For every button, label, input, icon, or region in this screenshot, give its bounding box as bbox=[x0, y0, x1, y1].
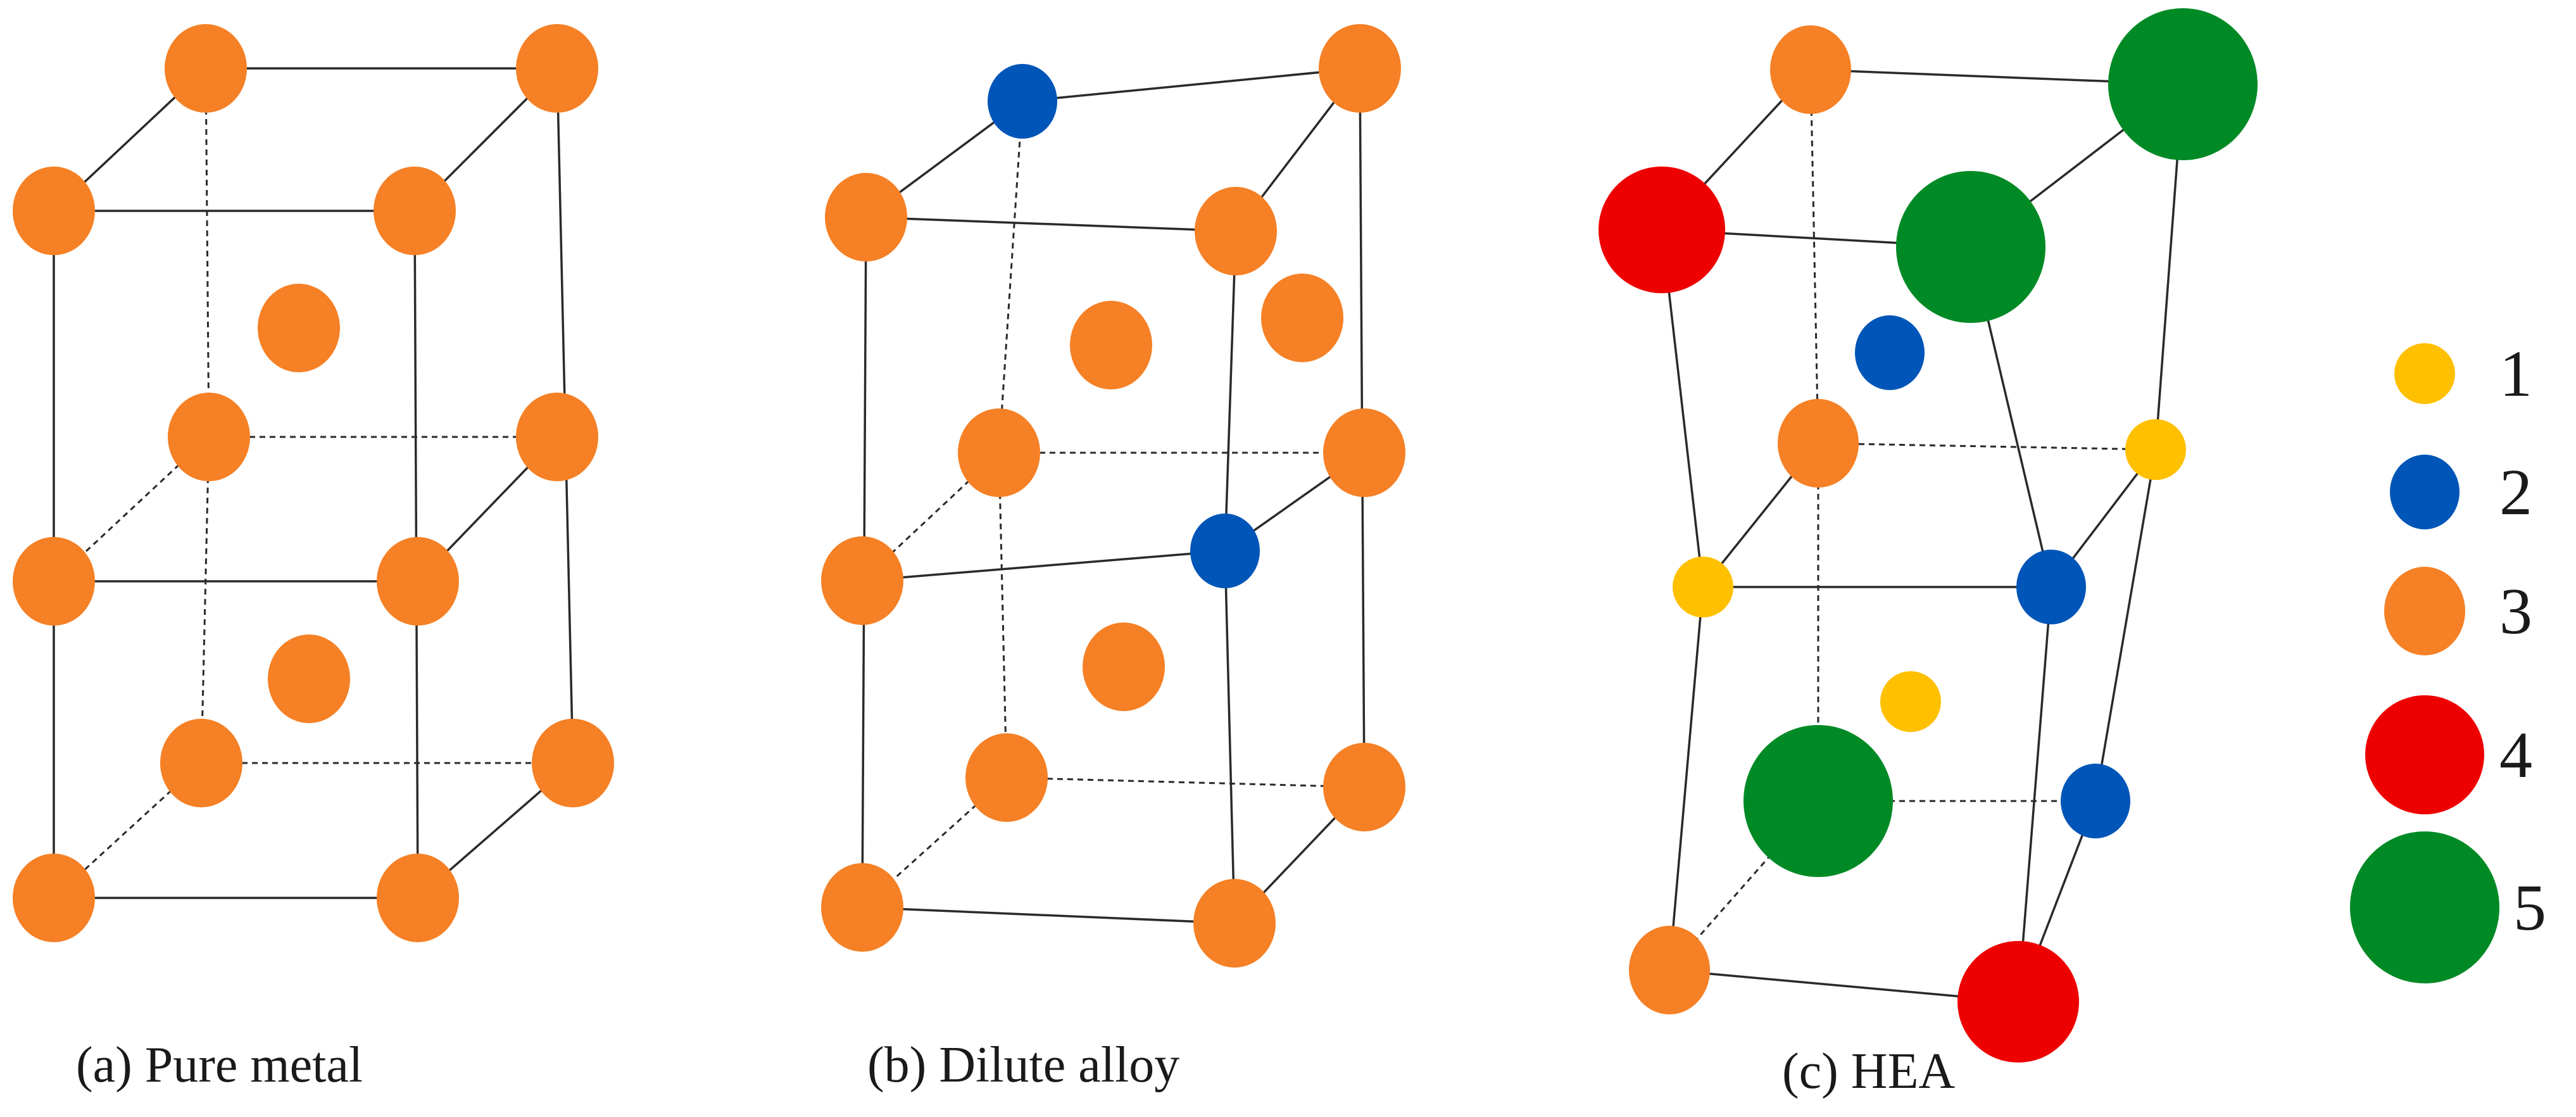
atom-species-4 bbox=[1599, 167, 1725, 293]
atom-species-5 bbox=[1896, 171, 2045, 323]
legend-swatch-5 bbox=[2350, 831, 2499, 983]
legend-label-1: 1 bbox=[2499, 338, 2532, 410]
legend-item-2: 2 bbox=[2390, 455, 2532, 529]
atom-species-3 bbox=[516, 393, 598, 481]
legend-swatch-4 bbox=[2365, 695, 2484, 814]
panel-hea: (c) HEA bbox=[1599, 8, 2258, 1099]
legend-item-3: 3 bbox=[2384, 567, 2532, 655]
atom-species-3 bbox=[1261, 274, 1343, 362]
atom-species-5 bbox=[2108, 8, 2258, 160]
legend: 1 2 3 4 5 bbox=[2350, 338, 2546, 983]
atom-species-3 bbox=[13, 537, 95, 626]
atom-species-3 bbox=[516, 24, 598, 113]
atom-species-1 bbox=[2125, 419, 2186, 480]
atoms-hea bbox=[1599, 8, 2258, 1063]
atom-species-1 bbox=[1673, 557, 1733, 617]
atom-species-3 bbox=[258, 284, 340, 372]
panel-dilute-alloy: (b) Dilute alloy bbox=[821, 24, 1405, 1093]
atom-species-3 bbox=[374, 167, 456, 255]
atom-species-2 bbox=[1855, 315, 1925, 390]
atom-species-2 bbox=[1190, 514, 1260, 588]
atom-species-4 bbox=[1957, 941, 2079, 1063]
atom-species-1 bbox=[1880, 671, 1941, 732]
panel-pure-metal: (a) Pure metal bbox=[13, 24, 614, 1093]
caption-pure-metal: (a) Pure metal bbox=[76, 1037, 363, 1093]
atom-species-3 bbox=[821, 863, 903, 952]
atom-species-3 bbox=[1323, 408, 1405, 497]
atom-species-3 bbox=[1070, 301, 1152, 389]
legend-swatch-2 bbox=[2390, 455, 2460, 529]
atom-species-2 bbox=[2016, 550, 2086, 624]
atom-species-3 bbox=[165, 24, 247, 113]
atom-species-3 bbox=[1629, 926, 1710, 1014]
atom-species-3 bbox=[13, 854, 95, 942]
atom-species-3 bbox=[532, 719, 614, 807]
legend-item-4: 4 bbox=[2365, 695, 2532, 814]
caption-dilute-alloy: (b) Dilute alloy bbox=[867, 1037, 1179, 1093]
caption-hea: (c) HEA bbox=[1782, 1044, 1955, 1099]
atom-species-3 bbox=[377, 854, 459, 942]
atoms-dilute-alloy bbox=[821, 24, 1405, 968]
atom-species-3 bbox=[160, 719, 242, 807]
atoms-pure-metal bbox=[13, 24, 614, 942]
atom-species-3 bbox=[1193, 879, 1276, 968]
atom-species-3 bbox=[821, 536, 903, 625]
atom-species-3 bbox=[1083, 622, 1165, 711]
legend-label-3: 3 bbox=[2499, 575, 2532, 648]
legend-swatch-3 bbox=[2384, 567, 2465, 655]
legend-label-5: 5 bbox=[2513, 871, 2546, 944]
atom-species-3 bbox=[168, 393, 250, 481]
atom-species-3 bbox=[13, 167, 95, 255]
atom-species-2 bbox=[2061, 764, 2130, 838]
atom-species-2 bbox=[988, 64, 1057, 139]
atom-species-3 bbox=[1195, 187, 1277, 275]
legend-item-5: 5 bbox=[2350, 831, 2546, 983]
legend-item-1: 1 bbox=[2394, 338, 2532, 410]
legend-swatch-1 bbox=[2394, 343, 2455, 404]
atom-species-3 bbox=[1323, 743, 1405, 831]
atom-species-3 bbox=[268, 634, 350, 723]
atom-species-3 bbox=[1778, 399, 1859, 488]
atom-species-3 bbox=[825, 173, 907, 262]
atom-species-3 bbox=[1319, 24, 1401, 113]
atom-species-3 bbox=[1770, 25, 1851, 114]
atom-species-3 bbox=[377, 537, 459, 626]
atom-species-3 bbox=[958, 408, 1040, 497]
legend-label-2: 2 bbox=[2499, 456, 2532, 529]
atom-species-3 bbox=[965, 733, 1048, 822]
atom-species-5 bbox=[1744, 725, 1893, 877]
legend-label-4: 4 bbox=[2499, 719, 2532, 792]
